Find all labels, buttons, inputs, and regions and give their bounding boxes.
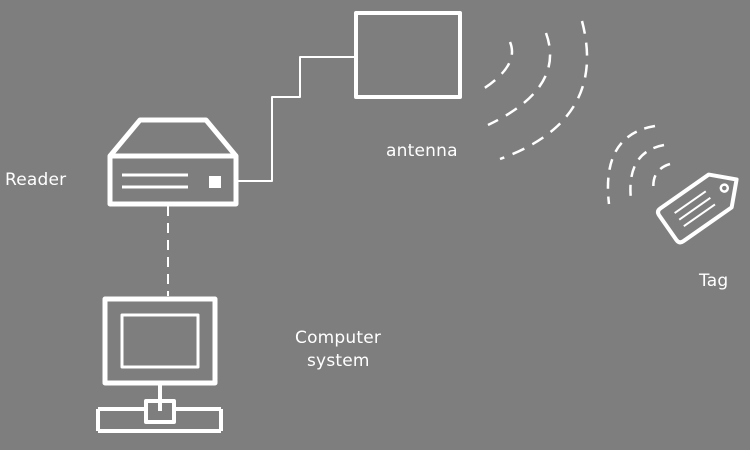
computer-monitor-icon bbox=[96, 296, 223, 433]
reader-label: Reader bbox=[5, 170, 67, 190]
antenna-wave-icon bbox=[479, 20, 589, 161]
computer-system-label: Computer system bbox=[295, 327, 381, 373]
antenna-label: antenna bbox=[386, 141, 458, 161]
rfid-tag-icon bbox=[656, 172, 739, 245]
computer-system-label-line2: system bbox=[307, 351, 370, 371]
rfid-reader-icon bbox=[107, 117, 239, 207]
tag-label: Tag bbox=[699, 271, 729, 291]
tag-wave-icon bbox=[606, 124, 671, 205]
antenna-panel-icon bbox=[354, 11, 462, 99]
antenna-cable bbox=[236, 56, 356, 182]
computer-system-label-line1: Computer bbox=[295, 328, 382, 348]
